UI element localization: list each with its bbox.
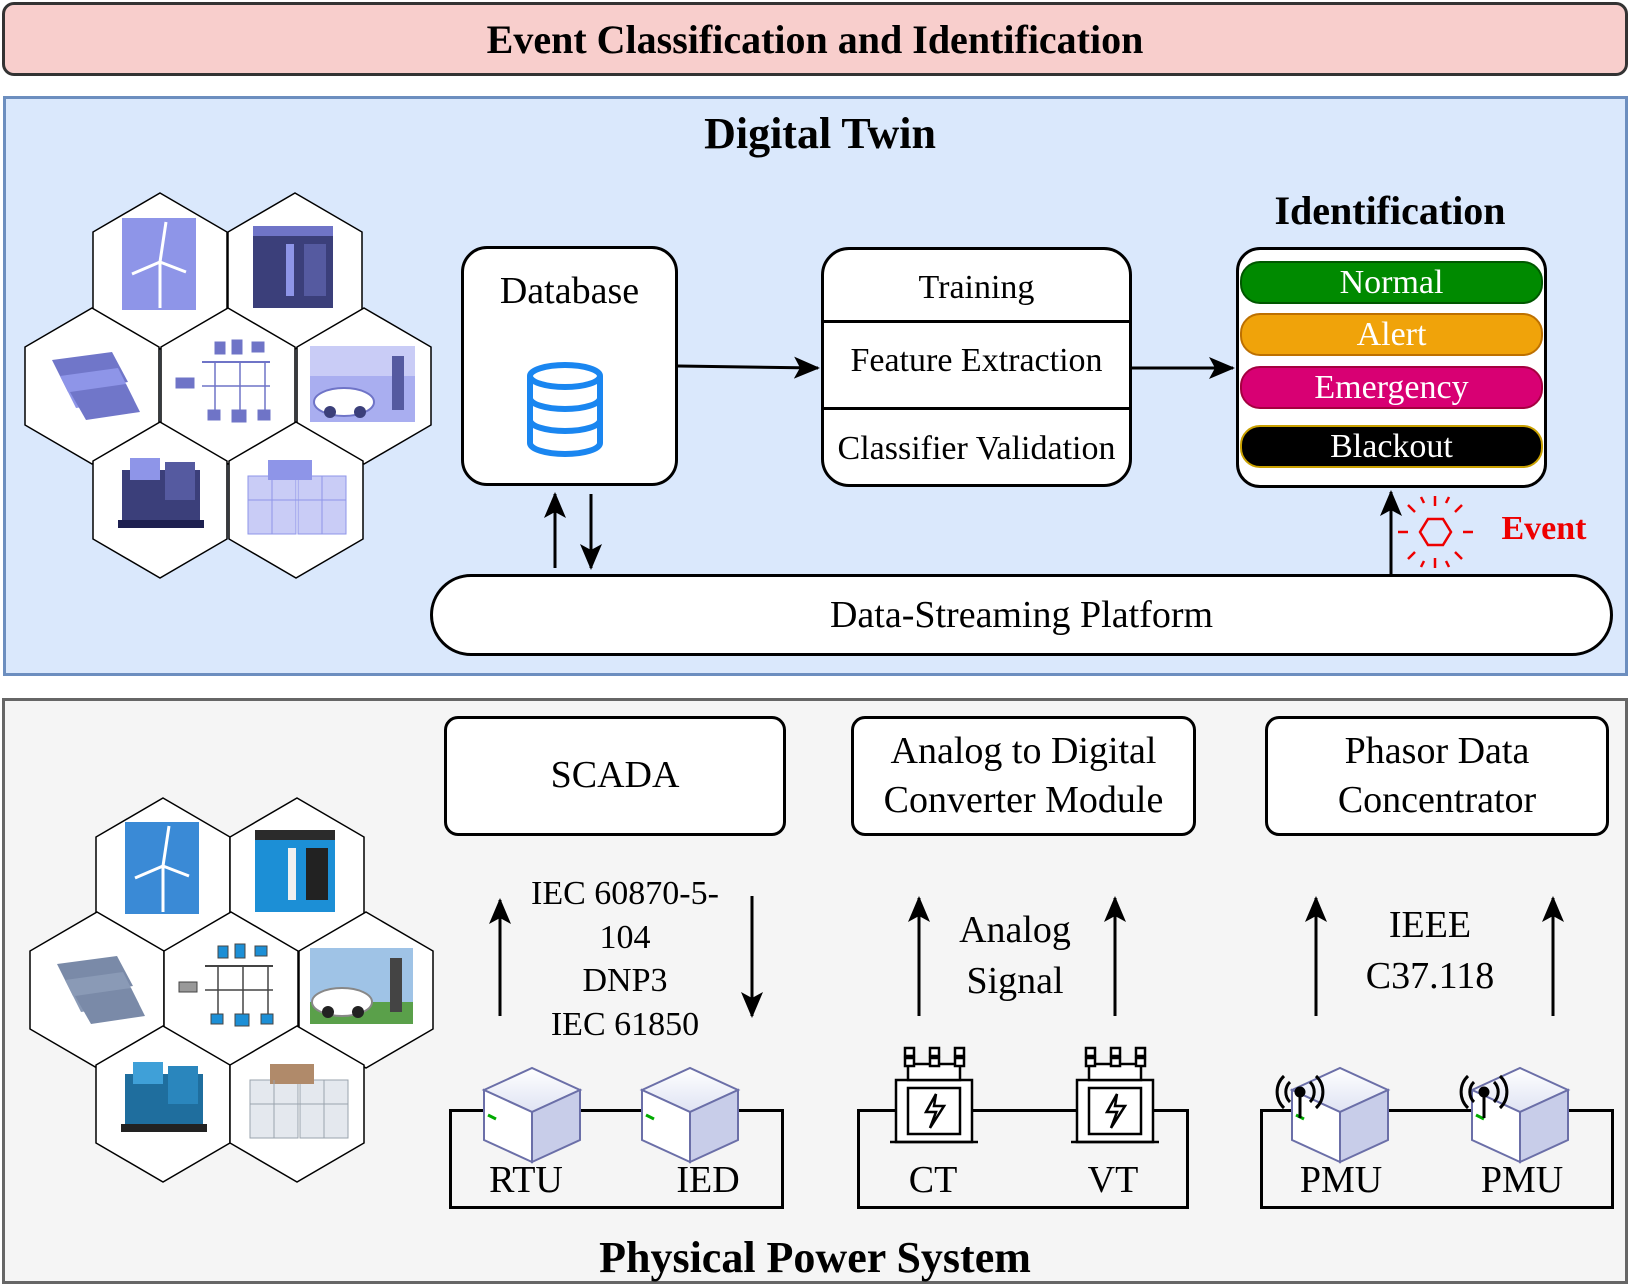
twin-generator-icon — [118, 458, 204, 528]
twin-wind-icon — [122, 218, 196, 310]
protocol-dnp3: DNP3 — [582, 962, 668, 1000]
analog-signal-label: Analog Signal — [930, 905, 1100, 1008]
data-streaming-platform: Data-Streaming Platform — [430, 574, 1613, 656]
physical-ev-charger-icon — [310, 948, 413, 1024]
protocol-iec60870-suffix: 104 — [599, 918, 651, 956]
scada-box: SCADA — [444, 716, 786, 836]
database-box — [461, 246, 678, 486]
scada-label: SCADA — [550, 754, 680, 797]
state-alert: Alert — [1240, 313, 1543, 356]
identification-title: Identification — [1274, 187, 1506, 233]
analog-signal-line2: Signal — [966, 960, 1064, 1003]
training-label: Training — [918, 269, 1035, 306]
protocol-iec60870: IEC 60870-5- — [531, 875, 719, 912]
arrow-db-to-process — [677, 356, 820, 379]
ied-device-icon — [639, 1066, 741, 1164]
twin-solar-icon — [52, 352, 140, 420]
pmu-device-icon-2 — [1459, 1066, 1571, 1164]
ieee-c37-label: IEEE C37.118 — [1330, 900, 1530, 1003]
classifier-validation-label: Classifier Validation — [837, 430, 1116, 467]
scada-protocols: IEC 60870-5- 104 DNP3 IEC 61850 — [505, 872, 745, 1046]
physical-generator-icon — [121, 1062, 207, 1132]
adc-label-line1: Analog to Digital — [890, 729, 1157, 772]
pdc-label-line2: Concentrator — [1337, 779, 1537, 821]
page-title: Event Classification and Identification — [486, 16, 1144, 62]
pdc-label-line1: Phasor Data — [1344, 729, 1530, 772]
physical-solar-icon — [57, 956, 145, 1024]
database-label: Database — [499, 270, 640, 312]
physical-storage-tank-icon — [249, 1064, 349, 1139]
twin-storage-tank-icon — [247, 460, 347, 535]
state-normal: Normal — [1240, 261, 1543, 304]
rtu-device-icon — [481, 1066, 583, 1164]
vt-transformer-icon — [1071, 1046, 1159, 1144]
ieee-line2: C37.118 — [1365, 955, 1495, 998]
processing-box — [821, 247, 1132, 487]
state-blackout: Blackout — [1240, 425, 1543, 468]
state-emergency: Emergency — [1240, 366, 1543, 409]
twin-grid-icon — [175, 339, 271, 423]
database-icon — [527, 362, 603, 457]
pmu-device-bay — [1260, 1109, 1614, 1209]
ct-transformer-icon — [890, 1046, 978, 1144]
analog-signal-line1: Analog — [959, 909, 1071, 951]
data-streaming-platform-label: Data-Streaming Platform — [829, 594, 1214, 636]
ied-label: IED — [676, 1159, 740, 1201]
antenna-icon-2 — [1459, 1074, 1509, 1118]
digital-twin-title: Digital Twin — [704, 108, 936, 158]
adc-device-bay — [857, 1109, 1189, 1209]
protocol-iec61850: IEC 61850 — [550, 1005, 700, 1043]
page-title-banner: Event Classification and Identification — [2, 2, 1628, 76]
rtu-label: RTU — [489, 1159, 563, 1201]
event-label: Event — [1501, 510, 1587, 547]
event-icon — [1398, 496, 1473, 568]
pdc-box: Phasor Data Concentrator — [1265, 716, 1609, 836]
physical-battery-icon — [255, 830, 335, 912]
scada-device-bay — [449, 1109, 784, 1209]
process-divider-2 — [821, 407, 1132, 410]
adc-label-line2: Converter Module — [883, 779, 1164, 821]
pmu-device-icon-1 — [1275, 1066, 1391, 1164]
pmu-label-1: PMU — [1299, 1159, 1383, 1201]
antenna-icon-1 — [1275, 1074, 1325, 1118]
twin-ev-charger-icon — [310, 346, 415, 422]
process-divider-1 — [821, 320, 1132, 323]
physical-wind-icon — [125, 822, 199, 914]
ieee-line1: IEEE — [1388, 904, 1472, 946]
pmu-label-2: PMU — [1480, 1159, 1564, 1201]
vt-label: VT — [1087, 1159, 1139, 1201]
adc-module-box: Analog to Digital Converter Module — [851, 716, 1196, 836]
physical-grid-icon — [178, 943, 274, 1027]
twin-battery-icon — [253, 226, 333, 308]
feature-extraction-label: Feature Extraction — [850, 342, 1103, 379]
ct-label: CT — [908, 1159, 958, 1201]
physical-power-system-title: Physical Power System — [599, 1232, 1031, 1282]
